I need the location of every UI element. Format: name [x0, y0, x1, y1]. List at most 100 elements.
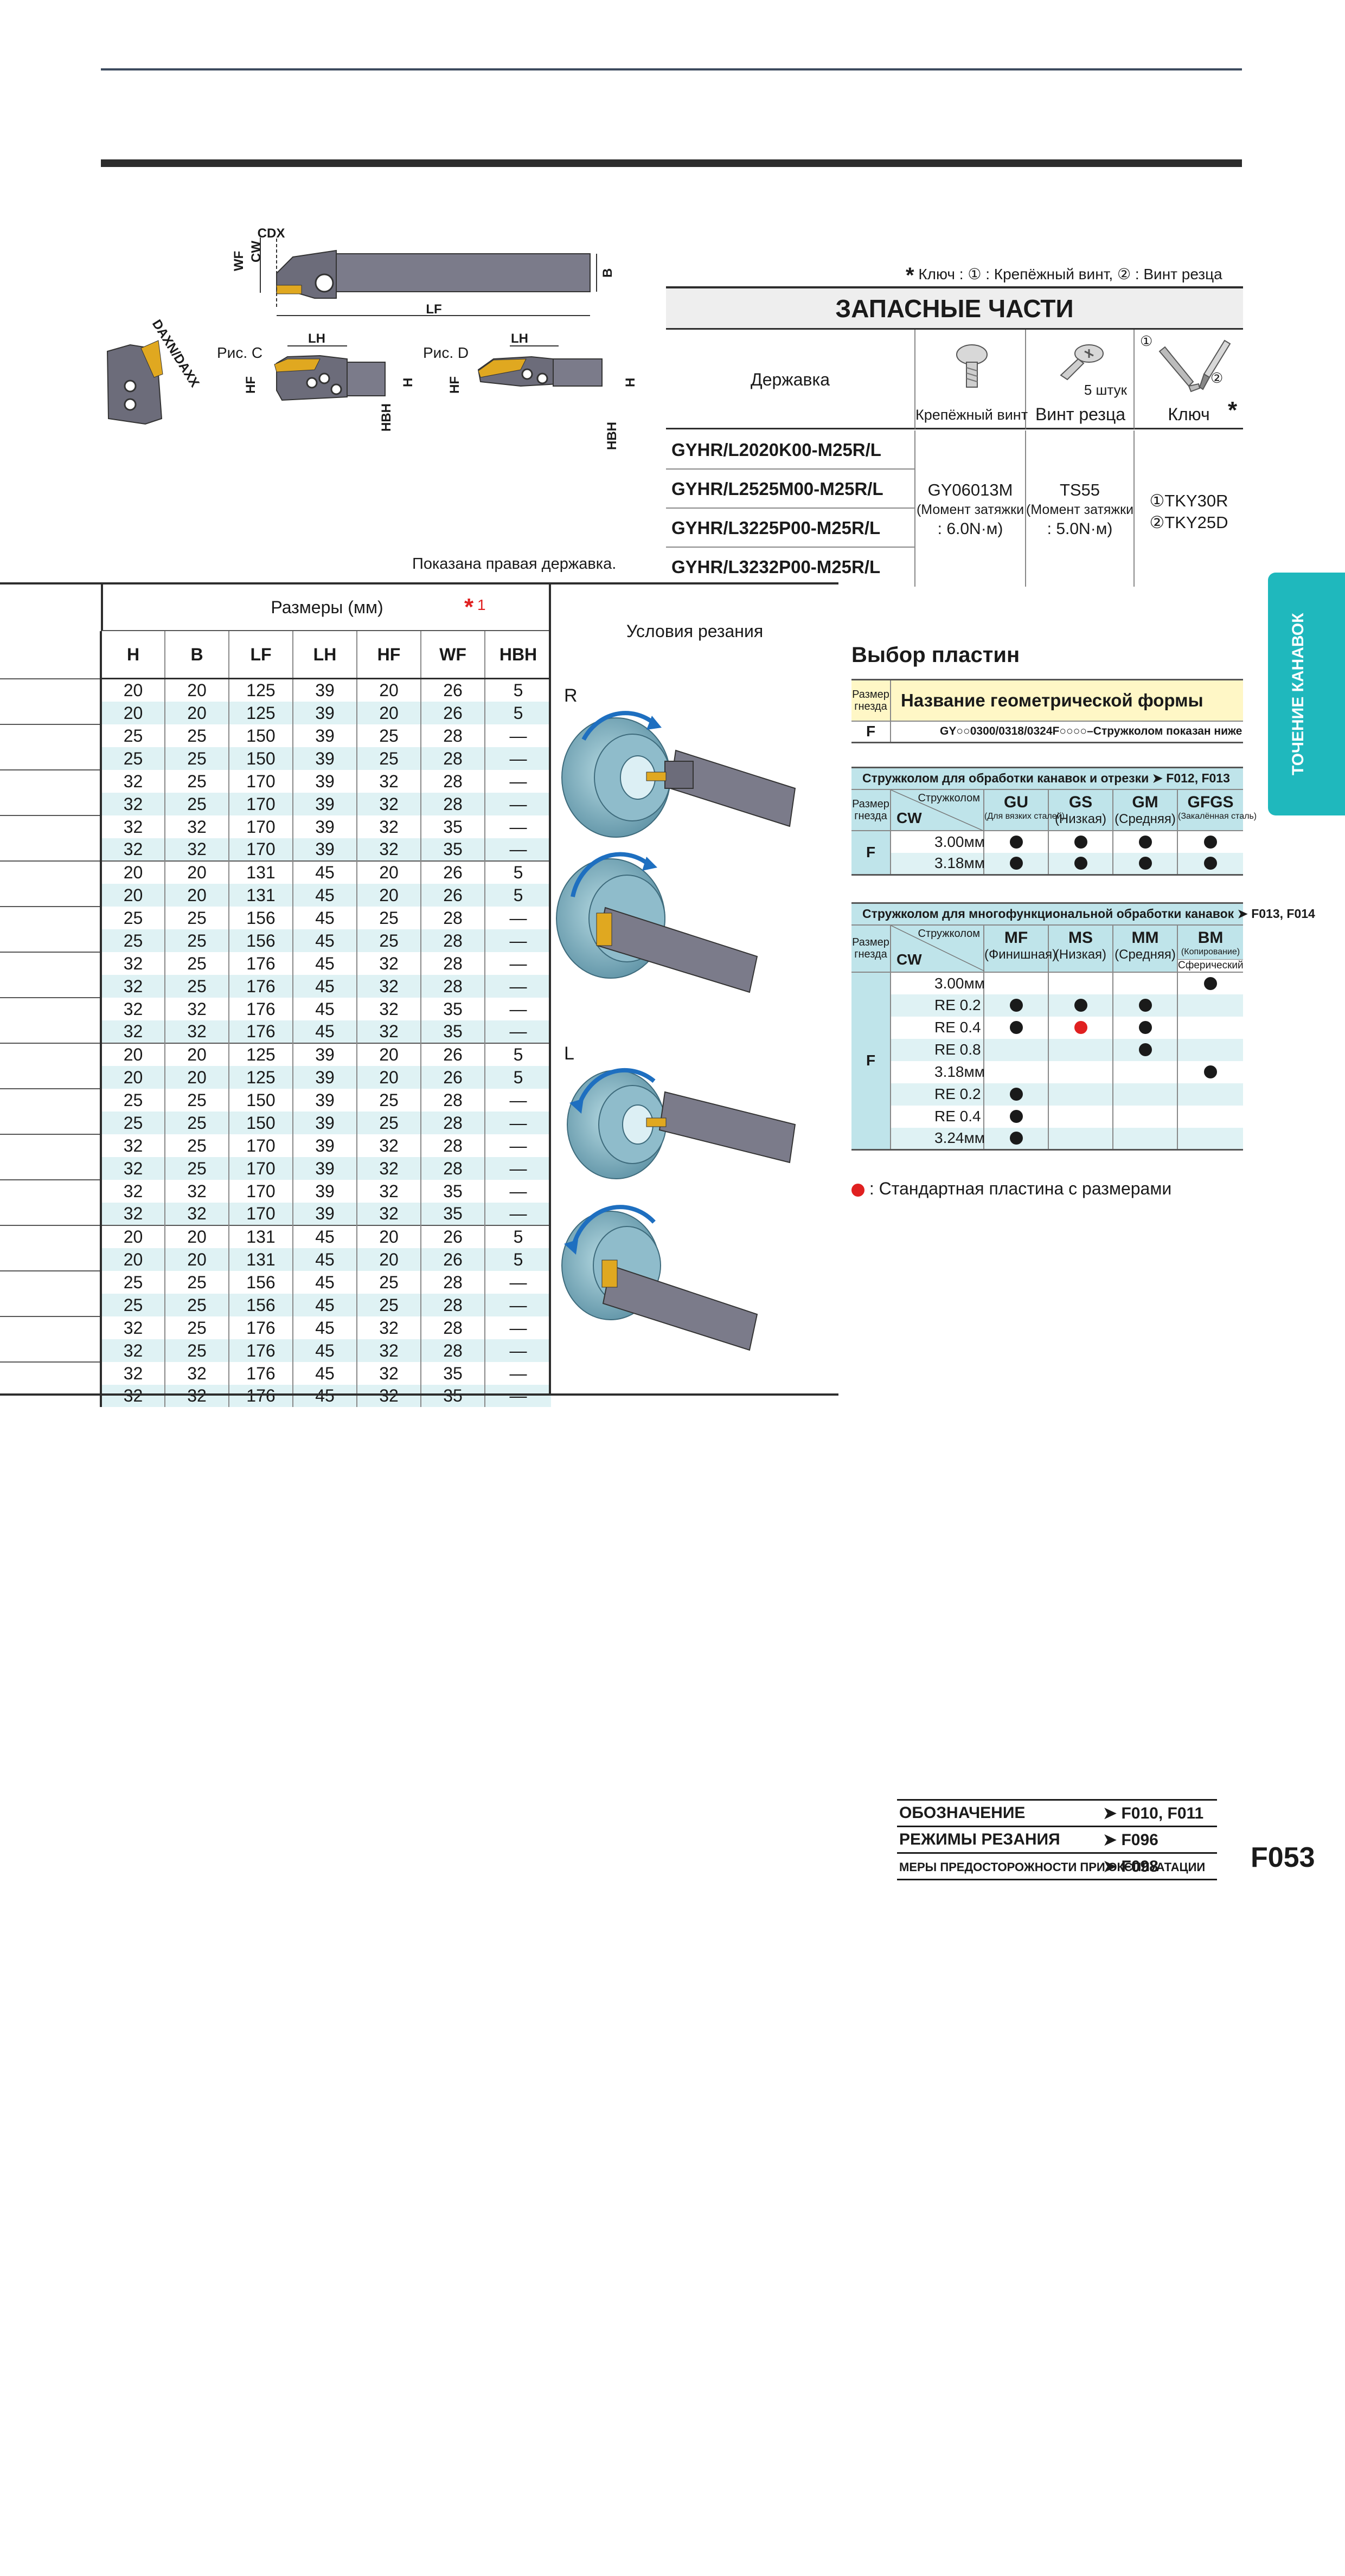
- row-spacer: [0, 1339, 101, 1362]
- availability-cell: [1113, 994, 1178, 1017]
- cb-col-size: Размер гнезда: [851, 924, 891, 973]
- dims-cell: —: [484, 1316, 551, 1339]
- row-spacer: [0, 1179, 101, 1203]
- cb-cw-value: RE 0.8: [891, 1038, 984, 1061]
- dims-cell: 150: [228, 1089, 293, 1112]
- breaker-ms: MS(Низкая): [1048, 924, 1113, 973]
- holder-row: GYHR/L3225P00-M25R/L: [666, 509, 915, 548]
- dims-cell: 26: [420, 702, 485, 724]
- dim-cdx: CDX: [258, 226, 285, 241]
- spare-parts-note: * Ключ : ① : Крепёжный винт, ② : Винт ре…: [906, 264, 1222, 288]
- dims-col-header: B: [164, 631, 229, 679]
- breaker-desc: (Средняя): [1115, 811, 1176, 826]
- dims-cell: 25: [164, 793, 229, 815]
- dims-cell: 125: [228, 702, 293, 724]
- row-spacer: [0, 1066, 101, 1089]
- dims-cell: 170: [228, 838, 293, 861]
- wrench-num-1: ①: [1140, 333, 1153, 349]
- dims-cell: 32: [164, 1020, 229, 1043]
- availability-cell: [1113, 972, 1178, 994]
- dims-cell: 20: [164, 860, 229, 884]
- table-row: RE 0.8: [851, 1038, 1244, 1061]
- dims-cell: 156: [228, 1271, 293, 1294]
- dims-cell: 25: [100, 1089, 165, 1112]
- dims-cell: 156: [228, 907, 293, 929]
- available-dot: [1138, 835, 1152, 849]
- wrench-icon: [1158, 339, 1231, 393]
- cb-cw-value: 3.00мм: [891, 972, 985, 994]
- dims-cell: 20: [356, 860, 421, 884]
- dims-cell: 25: [100, 1112, 165, 1134]
- dims-cell: 32: [356, 1020, 421, 1043]
- cond-label-r: R: [564, 685, 578, 706]
- dims-cell: 25: [164, 1089, 229, 1112]
- breaker-code: GM: [1132, 793, 1158, 811]
- clamp-screw-label: Крепёжный винт: [915, 407, 1028, 423]
- section-tab[interactable]: ТОЧЕНИЕ КАНАВОК: [1268, 573, 1345, 815]
- dims-cell: 45: [292, 1271, 357, 1294]
- ref-cutting-modes[interactable]: РЕЖИМЫ РЕЗАНИЯ ➤ F096: [897, 1827, 1217, 1854]
- dims-cell: 20: [100, 884, 165, 907]
- row-spacer: [0, 769, 101, 793]
- dims-cell: 150: [228, 724, 293, 747]
- dims-cell: 45: [292, 975, 357, 998]
- row-spacer: [0, 1203, 101, 1225]
- availability-cell: [1048, 1061, 1113, 1083]
- cb-size-f: F: [851, 830, 891, 876]
- available-dot: [1009, 1088, 1023, 1101]
- insert-screw-label: Винт резца: [1035, 404, 1126, 424]
- dims-cell: 25: [164, 975, 229, 998]
- dims-cell: 25: [356, 929, 421, 952]
- dims-cell: 20: [356, 702, 421, 724]
- cb-cw-value: 3.18мм: [891, 852, 985, 876]
- dims-cell: 25: [164, 1134, 229, 1157]
- availability-cell: [984, 1061, 1049, 1083]
- dims-cell: 39: [292, 1157, 357, 1180]
- breaker-code: MF: [1004, 928, 1028, 947]
- dims-cell: 170: [228, 1134, 293, 1157]
- availability-cell: [1048, 972, 1113, 994]
- ref-precautions[interactable]: МЕРЫ ПРЕДОСТОРОЖНОСТИ ПРИ ЭКСПЛУАТАЦИИ ➤…: [897, 1854, 1217, 1880]
- table-row: RE 0.2: [851, 1083, 1244, 1106]
- clamp-screw-torque-value: : 6.0N·м): [937, 520, 1003, 538]
- breaker-desc: (Финишная): [984, 947, 1057, 962]
- dims-cell: 32: [164, 1385, 229, 1407]
- row-spacer: [0, 929, 101, 952]
- row-spacer: [0, 906, 101, 929]
- dims-cell: 5: [484, 1248, 551, 1271]
- insert-screw-torque-label: (Момент затяжки: [1026, 502, 1134, 517]
- availability-cell: [1177, 1061, 1244, 1083]
- dims-cell: 32: [100, 1339, 165, 1362]
- breaker-desc: (Копирование): [1181, 947, 1240, 956]
- cb-cw-value: 3.18мм: [891, 1061, 985, 1083]
- chipbreaker-table-title: Стружколом для обработки канавок и отрез…: [851, 767, 1244, 790]
- legend-text: : Стандартная пластина с размерами: [869, 1179, 1172, 1198]
- row-spacer: [0, 997, 101, 1020]
- dims-cell: —: [484, 1385, 551, 1407]
- dims-cell: 45: [292, 1248, 357, 1271]
- spare-parts-title: ЗАПАСНЫЕ ЧАСТИ: [666, 286, 1243, 330]
- ref-designation[interactable]: ОБОЗНАЧЕНИЕ ➤ F010, F011: [897, 1799, 1217, 1827]
- dims-cell: 35: [420, 1180, 485, 1203]
- row-spacer: [0, 1294, 101, 1316]
- availability-cell: [1113, 1127, 1178, 1151]
- shown-right-note: Показана правая державка.: [412, 555, 617, 573]
- dims-cell: 32: [100, 815, 165, 838]
- dims-cell: 28: [420, 1339, 485, 1362]
- dims-cell: 28: [420, 793, 485, 815]
- insert-screw-torque-value: : 5.0N·м): [1047, 520, 1113, 538]
- row-spacer: [0, 1112, 101, 1134]
- dims-cell: 176: [228, 1362, 293, 1385]
- dims-cell: —: [484, 770, 551, 793]
- cutting-conditions-header: Условия резания: [549, 583, 838, 679]
- cb-cw-value: RE 0.2: [891, 994, 984, 1017]
- cb-label: Стружколом: [918, 927, 980, 940]
- dims-cell: 25: [164, 724, 229, 747]
- dims-cell: 45: [292, 1339, 357, 1362]
- breaker-mm: MM(Средняя): [1113, 924, 1178, 973]
